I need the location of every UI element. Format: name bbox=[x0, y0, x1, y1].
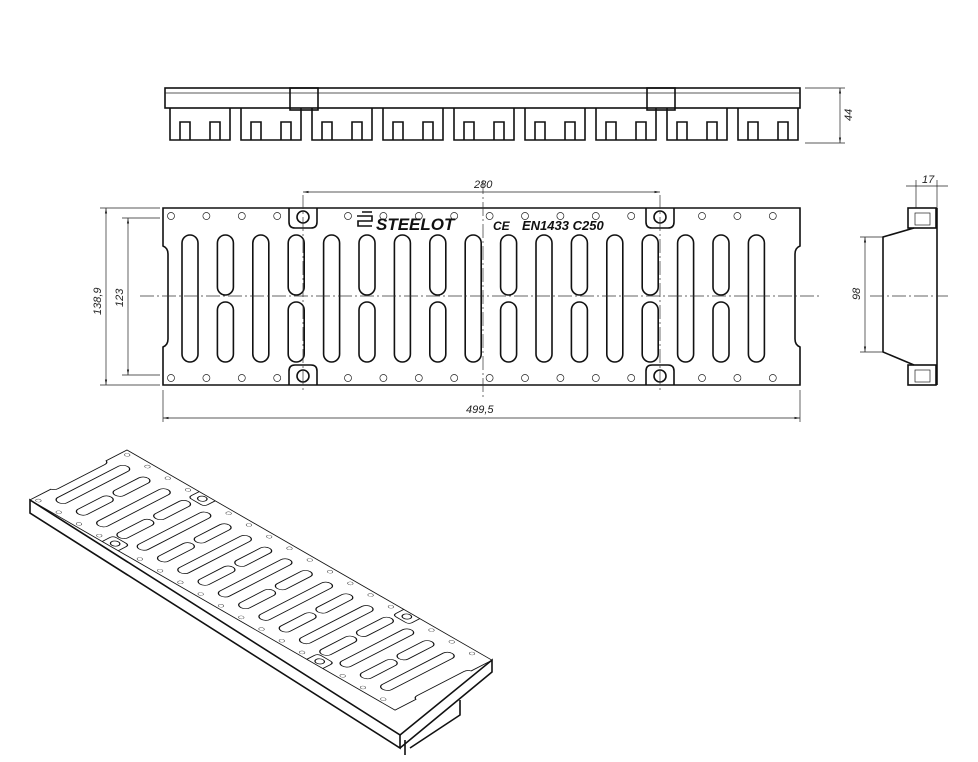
support-leg bbox=[240, 108, 302, 141]
dim-mount-spacing: 280 bbox=[473, 179, 493, 191]
support-leg bbox=[595, 108, 657, 141]
support-leg bbox=[737, 108, 799, 141]
support-leg bbox=[453, 108, 515, 141]
support-leg bbox=[169, 108, 231, 141]
dim-inner-width: 123 bbox=[114, 288, 126, 307]
support-leg bbox=[382, 108, 444, 141]
support-leg bbox=[524, 108, 586, 141]
support-leg bbox=[666, 108, 728, 141]
logo-text: STEELOT bbox=[376, 215, 456, 234]
ce-mark: CE bbox=[493, 219, 511, 233]
plan-view: 280 499,5 138,9 123 STEELOT CE EN1433 C2… bbox=[92, 179, 820, 422]
dim-side-height: 98 bbox=[851, 287, 863, 300]
dim-depth: 17 bbox=[922, 174, 935, 186]
support-leg bbox=[311, 108, 373, 141]
side-view: 98 17 bbox=[851, 174, 948, 386]
dim-overall-width: 138,9 bbox=[92, 287, 104, 315]
isometric-view bbox=[29, 449, 493, 755]
standard-label: EN1433 C250 bbox=[522, 218, 604, 233]
dim-length: 499,5 bbox=[466, 404, 494, 416]
dim-height: 44 bbox=[843, 109, 855, 121]
elevation-view: 44 bbox=[164, 87, 855, 144]
steelot-logo: STEELOT CE EN1433 C250 bbox=[357, 211, 604, 234]
